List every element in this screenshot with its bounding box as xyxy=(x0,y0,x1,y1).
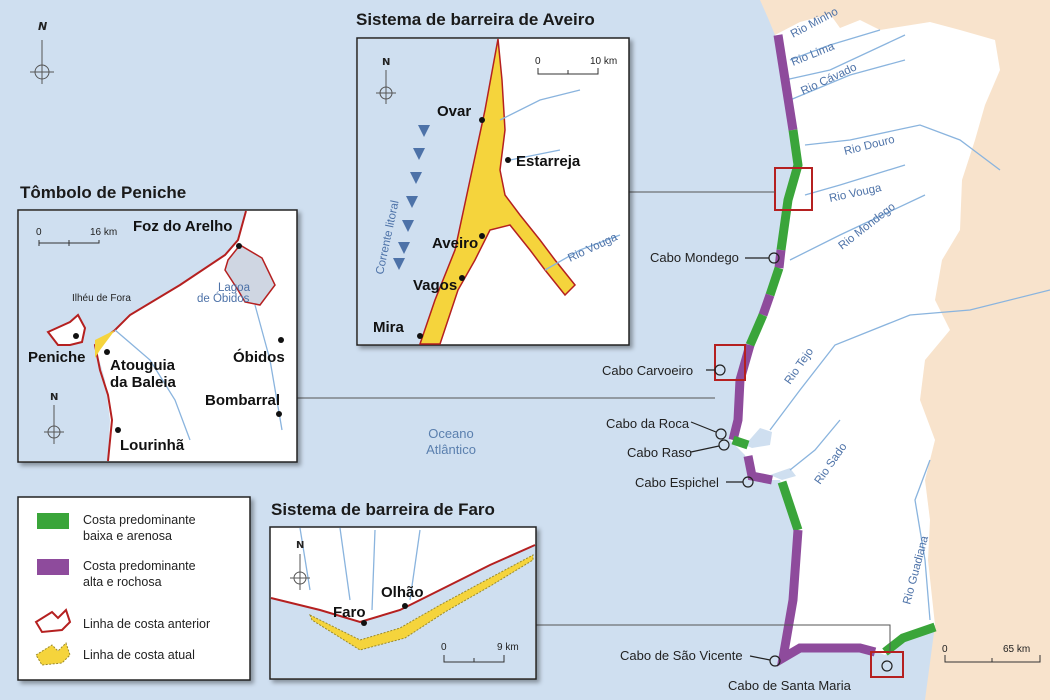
tejo-estuary xyxy=(745,428,772,448)
city-label: Mira xyxy=(373,319,405,336)
coast-segments xyxy=(728,34,937,667)
yellow-dotted-shape-icon xyxy=(35,642,71,666)
cape-label: Cabo Carvoeiro xyxy=(602,363,693,378)
city-dots xyxy=(361,603,408,626)
city-label: da Baleia xyxy=(110,374,177,391)
faro-coast xyxy=(270,544,536,624)
cape-markers xyxy=(690,252,893,672)
legend-label: Costa predominante xyxy=(83,559,196,573)
city-label: Foz do Arelho xyxy=(133,218,232,235)
city-label: Atouguia xyxy=(110,357,176,374)
city-label: Aveiro xyxy=(432,235,478,252)
legend-label: Linha de costa atual xyxy=(83,648,195,662)
svg-text:9 km: 9 km xyxy=(497,642,519,653)
svg-text:0: 0 xyxy=(942,644,948,655)
city-dots xyxy=(73,243,284,433)
faro-scale-bar: 0 9 km xyxy=(441,642,519,663)
purple-swatch-icon xyxy=(37,559,69,575)
littoral-current-arrows xyxy=(393,125,430,270)
city-label: Faro xyxy=(333,604,366,621)
city-label: Peniche xyxy=(28,349,86,366)
cape-label: Cabo Raso xyxy=(627,445,692,460)
svg-text:0: 0 xyxy=(535,56,541,67)
lagoon-label: Lagoa xyxy=(218,282,251,294)
cape-label: Cabo de São Vicente xyxy=(620,648,743,663)
city-label: Ovar xyxy=(437,103,471,120)
islet-label: Ilhéu de Fora xyxy=(72,293,131,304)
faro-marker xyxy=(870,651,904,678)
compass-icon: N xyxy=(376,57,396,104)
city-label: Vagos xyxy=(413,277,457,294)
aveiro-scale-bar: 0 10 km xyxy=(535,56,617,75)
aveiro-lagoon-current xyxy=(418,38,577,345)
cape-label: Cabo da Roca xyxy=(606,416,690,431)
red-outline-shape-icon xyxy=(34,608,72,634)
compass-icon: N xyxy=(30,20,54,84)
peniche-tombolo xyxy=(95,330,115,358)
peniche-title: Tômbolo de Peniche xyxy=(20,183,186,202)
main-scale-bar: 0 65 km xyxy=(942,644,1041,663)
peniche-marker xyxy=(714,344,746,381)
cape-label: Cabo Mondego xyxy=(650,250,739,265)
peniche-scale-bar: 0 16 km xyxy=(36,227,117,246)
leader-lines xyxy=(297,191,891,652)
svg-text:10 km: 10 km xyxy=(590,56,617,67)
faro-sea xyxy=(271,545,535,678)
city-label: Óbidos xyxy=(233,348,285,366)
aveiro-marker xyxy=(774,167,813,211)
legend-label: Costa predominante xyxy=(83,513,196,527)
peniche-sea xyxy=(19,211,246,461)
green-swatch-icon xyxy=(37,513,69,529)
sado-estuary xyxy=(770,468,796,480)
aveiro-title: Sistema de barreira de Aveiro xyxy=(356,10,595,29)
city-label: Estarreja xyxy=(516,153,581,170)
compass-icon: N xyxy=(44,392,64,444)
city-label: Bombarral xyxy=(205,392,280,409)
legend-label: baixa e arenosa xyxy=(83,529,172,543)
city-label: Olhão xyxy=(381,584,424,601)
svg-text:65 km: 65 km xyxy=(1003,644,1030,655)
compass-icon: N xyxy=(290,540,310,590)
legend-label: Linha de costa anterior xyxy=(83,617,210,631)
city-dots xyxy=(417,117,511,339)
ocean-label: Oceano xyxy=(428,426,474,441)
ocean-label: Atlântico xyxy=(426,442,476,457)
cape-label: Cabo Espichel xyxy=(635,475,719,490)
svg-text:0: 0 xyxy=(36,227,42,238)
city-label: Lourinhã xyxy=(120,437,185,454)
rivers xyxy=(769,29,1050,621)
aveiro-sea xyxy=(358,39,498,344)
svg-text:N: N xyxy=(382,57,390,68)
svg-text:N: N xyxy=(38,20,47,33)
lagoon-label: de Óbidos xyxy=(197,292,250,305)
svg-text:N: N xyxy=(50,392,58,403)
obidos-lagoon xyxy=(224,244,276,306)
faro-title: Sistema de barreira de Faro xyxy=(271,500,495,519)
svg-text:0: 0 xyxy=(441,642,447,653)
legend-label: alta e rochosa xyxy=(83,575,162,589)
cape-label: Cabo de Santa Maria xyxy=(728,678,852,693)
svg-text:16 km: 16 km xyxy=(90,227,117,238)
svg-text:N: N xyxy=(296,540,304,551)
